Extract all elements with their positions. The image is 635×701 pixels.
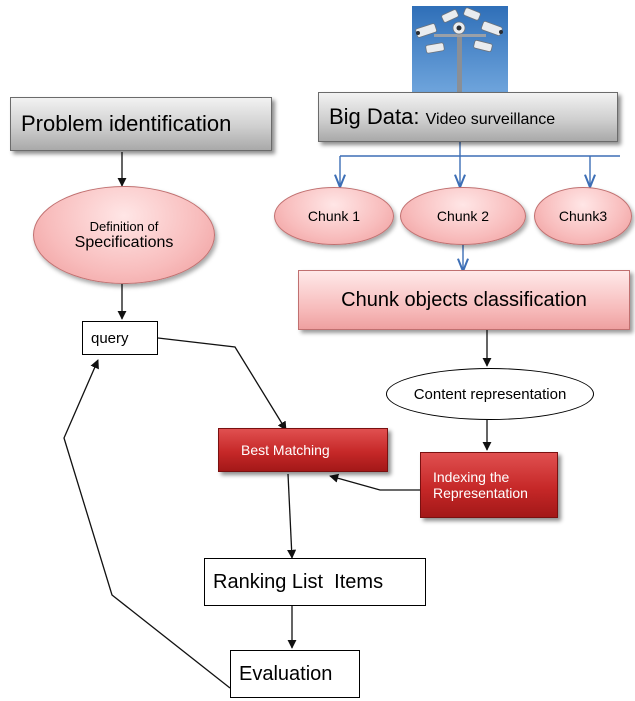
arrow-best-matching-to-ranking [287, 473, 297, 559]
chunk2-label: Chunk 2 [436, 208, 490, 224]
indexing-line1: Indexing the [433, 469, 510, 485]
content-representation-ellipse: Content representation [386, 368, 594, 420]
big-data-box: Big Data: Video surveillance [318, 92, 618, 142]
definition-of-specifications-ellipse: Definition of Specifications [33, 186, 215, 284]
best-matching-box: Best Matching [218, 428, 388, 472]
big-data-label: Big Data: Video surveillance [329, 104, 555, 130]
arrow-query-to-best-matching [157, 337, 287, 431]
chunk-objects-classification-label: Chunk objects classification [341, 288, 587, 311]
content-representation-label: Content representation [413, 385, 567, 403]
arrow-evaluation-to-query [63, 359, 231, 689]
chunk1-label: Chunk 1 [307, 208, 361, 224]
ranking-list-items-label: Ranking List Items [213, 570, 384, 593]
problem-identification-box: Problem identification [10, 97, 272, 151]
query-label: query [91, 329, 129, 347]
surveillance-cameras-image [412, 6, 508, 92]
chunk1-ellipse: Chunk 1 [274, 187, 394, 245]
big-data-suffix: Video surveillance [425, 111, 556, 128]
definition-line1: Definition of [89, 218, 159, 234]
problem-identification-label: Problem identification [21, 111, 232, 136]
ranking-list-items-box: Ranking List Items [204, 558, 426, 606]
evaluation-box: Evaluation [230, 650, 360, 698]
arrow-indexing-to-best-matching [329, 473, 420, 491]
chunk3-ellipse: Chunk3 [534, 187, 632, 245]
big-data-prefix: Big Data: [329, 104, 420, 129]
chunk-objects-classification-box: Chunk objects classification [298, 270, 630, 330]
indexing-line2: Representation [433, 485, 528, 501]
chunk3-label: Chunk3 [558, 208, 608, 224]
definition-line2: Specifications [74, 233, 174, 251]
best-matching-label: Best Matching [241, 442, 330, 458]
evaluation-label: Evaluation [239, 662, 333, 685]
indexing-representation-box: Indexing the Representation [420, 452, 558, 518]
chunk2-ellipse: Chunk 2 [400, 187, 526, 245]
query-box: query [82, 321, 158, 355]
